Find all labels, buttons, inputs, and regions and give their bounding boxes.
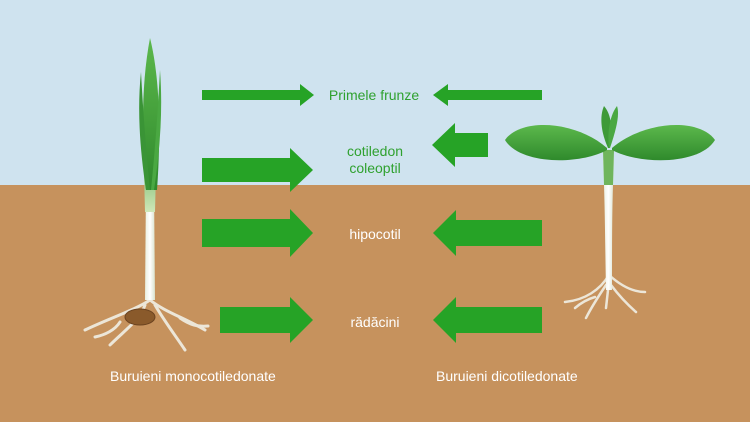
- caption-monocot: Buruieni monocotiledonate: [110, 368, 276, 384]
- arrow-right-icon: [202, 148, 313, 192]
- arrow-left-icon: [433, 210, 542, 256]
- label-hipocotil: hipocotil: [349, 226, 401, 242]
- dicot-roots: [563, 273, 647, 320]
- arrow-left-icon: [433, 297, 542, 343]
- dicot-seedling-icon: [505, 106, 715, 320]
- arrow-right-icon: [202, 209, 313, 257]
- caption-dicot: Buruieni dicotiledonate: [436, 368, 578, 384]
- soil-background: [0, 185, 750, 422]
- monocot-roots: [83, 298, 210, 352]
- monocot-seedling-icon: [83, 38, 210, 352]
- seed-icon: [124, 308, 156, 326]
- arrow-left-icon: [433, 84, 542, 106]
- monocot-leaf-right: [151, 70, 162, 190]
- arrow-right-icon: [202, 84, 314, 106]
- cotiledon-right: [612, 125, 715, 161]
- dicot-stem: [603, 160, 614, 290]
- arrow-left-icon: [432, 123, 488, 167]
- monocot-stem: [145, 185, 155, 300]
- label-primele-frunze: Primele frunze: [328, 87, 420, 103]
- label-cotiledon: cotiledon: [346, 143, 404, 159]
- label-radacini: rădăcini: [350, 314, 400, 330]
- arrow-right-icon: [220, 297, 313, 343]
- first-leaf-right: [608, 106, 619, 148]
- label-coleoptil: coleoptil: [349, 160, 401, 176]
- monocot-leaf-left: [139, 72, 150, 190]
- dicot-stem-top: [603, 150, 614, 185]
- cotiledon-left: [505, 125, 607, 161]
